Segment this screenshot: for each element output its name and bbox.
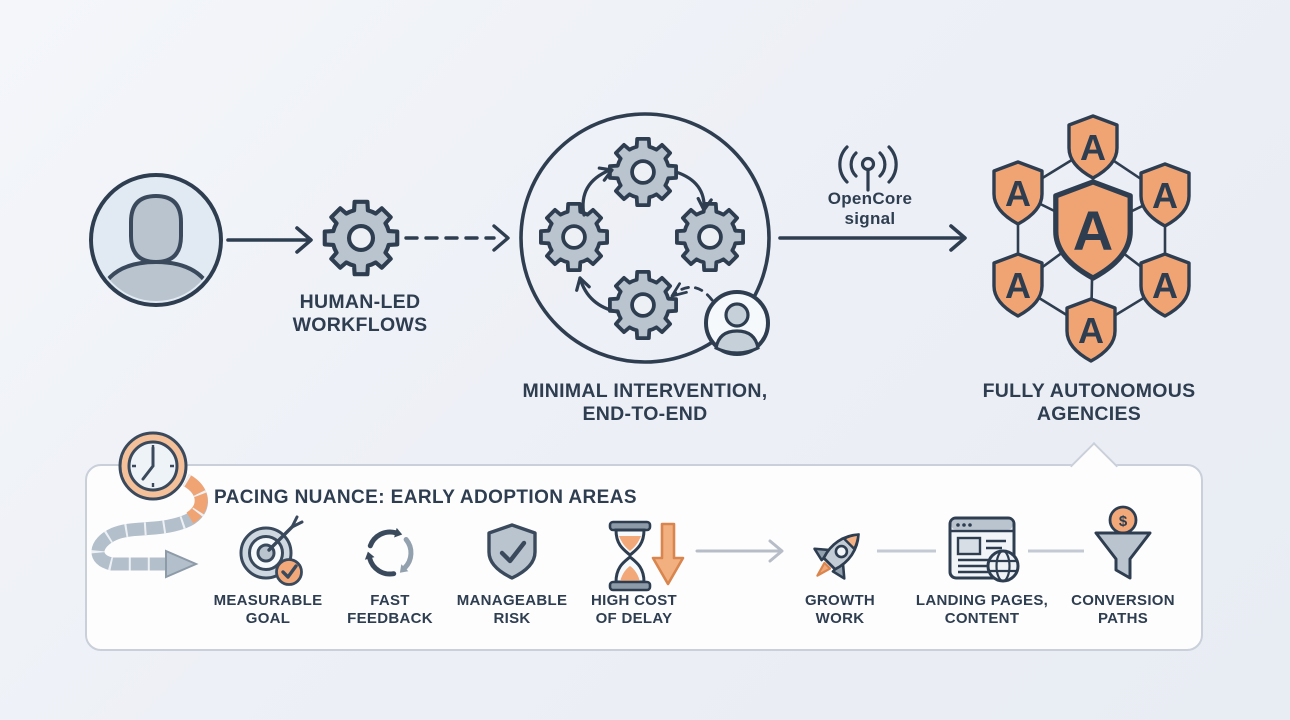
flow-dashed-arrow xyxy=(404,224,510,252)
broadcast-antenna-icon xyxy=(838,145,898,192)
signal-label: OpenCore signal xyxy=(827,189,913,229)
svg-text:A: A xyxy=(1005,265,1031,306)
svg-text:A: A xyxy=(1152,265,1178,306)
svg-text:A: A xyxy=(1152,175,1178,216)
area-label-conversion-paths: CONVERSION PATHS xyxy=(1071,592,1175,627)
gears-cycle-icon xyxy=(519,112,771,364)
flow-arrow-2 xyxy=(778,224,967,252)
criterion-label-high-cost-of-delay: HIGH COST OF DELAY xyxy=(590,592,678,627)
step2-label: MINIMAL INTERVENTION, END-TO-END xyxy=(522,380,768,425)
svg-text:A: A xyxy=(1005,173,1031,214)
criterion-label-measurable-goal: MEASURABLE GOAL xyxy=(213,592,323,627)
svg-text:A: A xyxy=(1078,310,1104,351)
criterion-label-manageable-risk: MANAGEABLE RISK xyxy=(456,592,568,627)
svg-text:A: A xyxy=(1080,127,1106,168)
area-label-landing-pages: LANDING PAGES, CONTENT xyxy=(915,592,1049,627)
step3-label: FULLY AUTONOMOUS AGENCIES xyxy=(982,380,1196,425)
agent-shield-network-icon: A A A A A A A xyxy=(992,114,1191,363)
panel-title: PACING NUANCE: EARLY ADOPTION AREAS xyxy=(214,487,637,508)
flow-arrow-1 xyxy=(226,226,313,254)
svg-text:A: A xyxy=(1073,199,1113,262)
gear-icon xyxy=(325,202,397,274)
step1-label: HUMAN-LED WORKFLOWS xyxy=(292,291,428,336)
panel-pointer-notch xyxy=(1069,441,1119,491)
area-label-growth-work: GROWTH WORK xyxy=(804,592,876,627)
person-in-loop-icon xyxy=(704,290,770,356)
criterion-label-fast-feedback: FAST FEEDBACK xyxy=(347,592,433,627)
human-inject-dashed-arrow xyxy=(670,282,714,302)
person-avatar-icon xyxy=(89,173,223,307)
